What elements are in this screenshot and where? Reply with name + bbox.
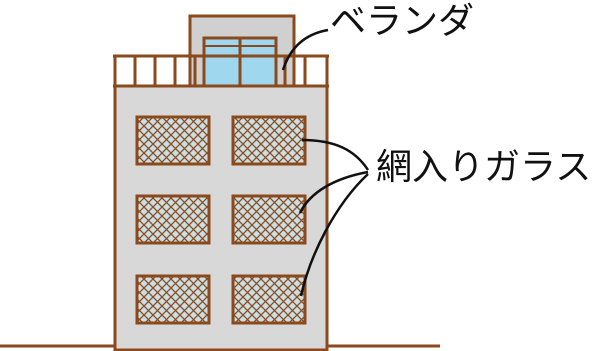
wired-glass-window [231,194,307,245]
wired-glass-window [135,274,211,325]
veranda-railing [113,54,329,88]
veranda-label: ベランダ [330,1,475,42]
leader-line-wired-glass [299,173,369,297]
wired-glass-window [231,115,307,166]
leader-line-wired-glass [301,138,370,171]
wired-glass-label: 網入りガラス [376,147,592,188]
wired-glass-window [135,194,211,245]
wired-glass-window [231,274,307,325]
wired-glass-window [135,115,211,166]
leader-line-veranda [281,28,329,71]
rooftop-window [202,36,278,90]
leader-line-wired-glass [298,170,369,214]
